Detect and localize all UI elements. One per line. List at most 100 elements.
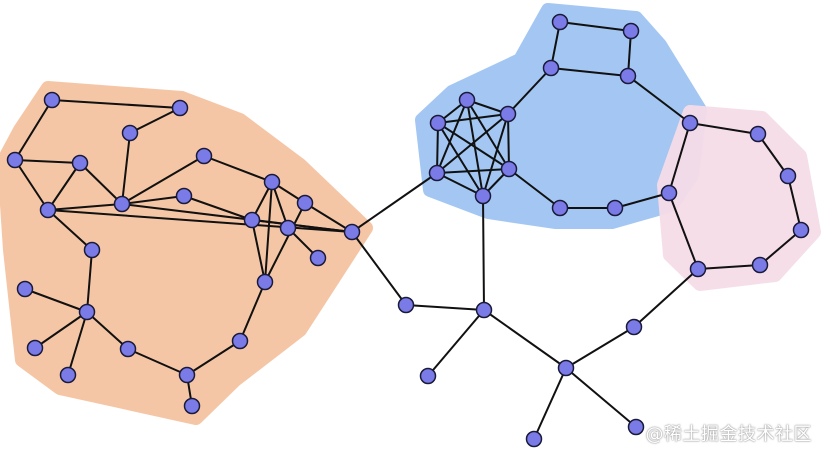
graph-node — [751, 256, 769, 274]
graph-edge — [47, 209, 353, 233]
graph-node — [195, 147, 213, 165]
watermark-text: @稀土掘金技术社区 — [645, 424, 812, 445]
graph-edge — [482, 195, 485, 311]
graph-edge — [437, 122, 510, 170]
graph-edge — [614, 192, 670, 209]
graph-node — [397, 296, 415, 314]
graph-edge — [437, 113, 509, 124]
graph-node — [43, 91, 61, 109]
graph-edge — [757, 133, 789, 177]
graph-edge — [121, 155, 205, 205]
graph-node — [296, 194, 314, 212]
graph-edge — [436, 172, 484, 197]
graph-edge — [436, 99, 468, 174]
graph-edge — [129, 107, 181, 134]
graph-edge — [507, 113, 510, 170]
graph-edge — [186, 340, 241, 376]
graph-node — [551, 13, 569, 31]
graph-node — [83, 241, 101, 259]
graph-node — [627, 418, 645, 436]
graph-edge — [351, 231, 407, 306]
graph-edge — [533, 367, 567, 440]
graph-edge — [304, 202, 353, 233]
graph-edge — [121, 195, 185, 205]
graph-node — [542, 59, 560, 77]
graph-node — [474, 187, 492, 205]
graph-edge — [86, 311, 129, 350]
graph-node — [59, 366, 77, 384]
graph-node — [779, 167, 797, 185]
graph-edge — [51, 99, 181, 109]
graph-edge — [482, 113, 509, 197]
graph-edge — [86, 249, 93, 313]
graph-node — [689, 260, 707, 278]
graph-node — [749, 125, 767, 143]
community-hulls — [0, 3, 821, 425]
graph-node — [6, 151, 24, 169]
graph-node — [660, 184, 678, 202]
graph-node — [243, 211, 261, 229]
graph-edge — [689, 122, 759, 135]
graph-node — [622, 22, 640, 40]
graph-node — [458, 91, 476, 109]
graph-node — [256, 273, 274, 291]
graph-edge — [67, 311, 88, 376]
graph-edge — [34, 311, 88, 349]
graph-edge — [483, 309, 567, 369]
graph-edge — [436, 122, 439, 174]
graph-node — [343, 223, 361, 241]
graph-edge — [565, 326, 635, 369]
pink-community-hull — [657, 105, 821, 291]
graph-edge — [79, 162, 123, 205]
graph-node — [71, 154, 89, 172]
graph-edge — [507, 67, 552, 115]
graph-node — [178, 366, 196, 384]
graph-edge — [14, 99, 53, 161]
graph-node — [113, 195, 131, 213]
graph-edge — [437, 122, 484, 197]
graph-edge — [668, 122, 691, 194]
graph-node — [557, 359, 575, 377]
graph-node — [309, 249, 327, 267]
graph-node — [428, 164, 446, 182]
graph-edge — [203, 155, 273, 183]
graph-edge — [264, 181, 273, 283]
graph-node — [475, 301, 493, 319]
graph-node — [279, 219, 297, 237]
graph-node — [39, 201, 57, 219]
graph-node — [625, 318, 643, 336]
graph-node — [792, 221, 810, 239]
graph-edge — [183, 195, 253, 221]
graph-edge — [466, 99, 510, 170]
graph-node — [171, 99, 189, 117]
graph-node — [26, 339, 44, 357]
graph-node — [183, 397, 201, 415]
graph-edge — [351, 172, 438, 233]
node-layer — [6, 13, 810, 448]
graph-node — [121, 124, 139, 142]
graph-node — [175, 187, 193, 205]
graph-edge — [14, 159, 49, 211]
graph-node — [231, 332, 249, 350]
graph-edge — [508, 168, 561, 209]
graph-edge — [24, 288, 88, 313]
graph-edge — [668, 192, 699, 270]
graph-edge — [427, 309, 485, 377]
graph-edge — [239, 281, 266, 342]
graph-edge — [633, 268, 699, 328]
graph-node — [499, 105, 517, 123]
graph-edge — [550, 67, 629, 77]
graph-edge — [759, 229, 802, 266]
graph-node — [525, 430, 543, 448]
graph-edge — [127, 348, 188, 376]
graph-node — [419, 367, 437, 385]
graph-edge — [264, 202, 306, 283]
graph-node — [263, 173, 281, 191]
graph-node — [119, 340, 137, 358]
graph-edge — [436, 113, 509, 174]
graph-edge — [47, 203, 123, 211]
orange-community-hull — [0, 81, 373, 425]
graph-edge — [14, 159, 81, 164]
graph-node — [16, 280, 34, 298]
